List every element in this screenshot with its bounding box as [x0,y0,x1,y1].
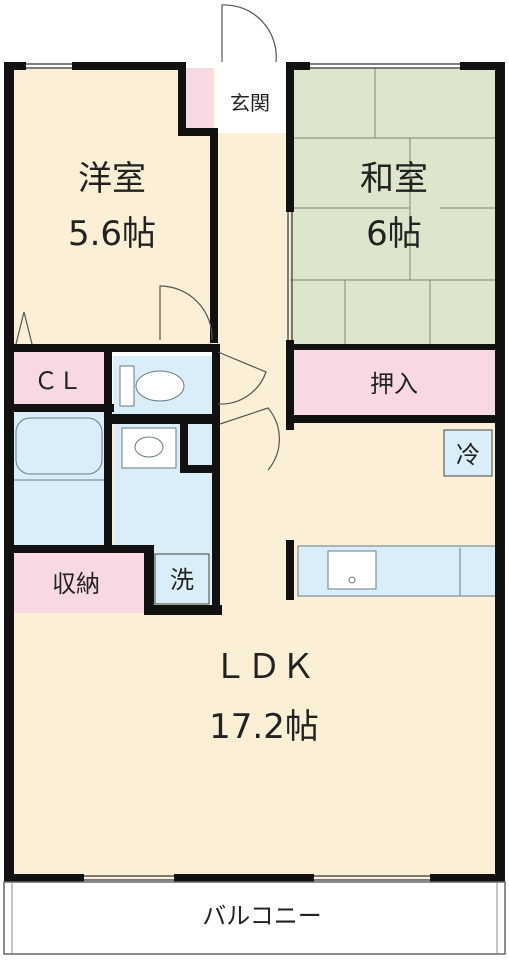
bathtub [15,417,103,475]
fridge-label: 冷 [456,441,480,469]
washer-label: 洗 [170,566,194,594]
entrance-tile [215,68,287,133]
washbasin [121,427,177,469]
western-room-name: 洋室 [78,159,146,199]
oshiire-label: 押入 [370,370,418,398]
toilet-bowl [135,370,185,402]
ldk-name: ＬＤＫ [213,647,315,687]
basin-bowl [134,436,164,458]
hall-strip [215,420,290,480]
western-room-size: 5.6帖 [68,214,156,254]
japanese-room-size: 6帖 [366,214,422,254]
entrance-label: 玄関 [230,91,270,115]
japanese-room-name: 和室 [360,159,428,199]
fridge-box [443,429,493,477]
hallway-floor [215,68,290,478]
storage-floor-overlay [10,553,144,613]
windows [26,63,460,881]
toilet-tank [119,365,135,407]
balcony-label: バルコニー [202,902,322,930]
entrance-floor [183,68,213,133]
closet-label: ＣＬ [34,367,82,395]
door-swings [15,4,280,471]
sink-drain [348,576,356,584]
washer-box [154,553,210,605]
ldk-size: 17.2帖 [209,707,319,747]
oshiire-floor [292,350,498,416]
walls [4,62,505,882]
closet-floor [10,350,106,406]
storage-label: 収納 [52,570,100,598]
balcony [3,881,506,955]
tatami-lines [290,68,498,348]
